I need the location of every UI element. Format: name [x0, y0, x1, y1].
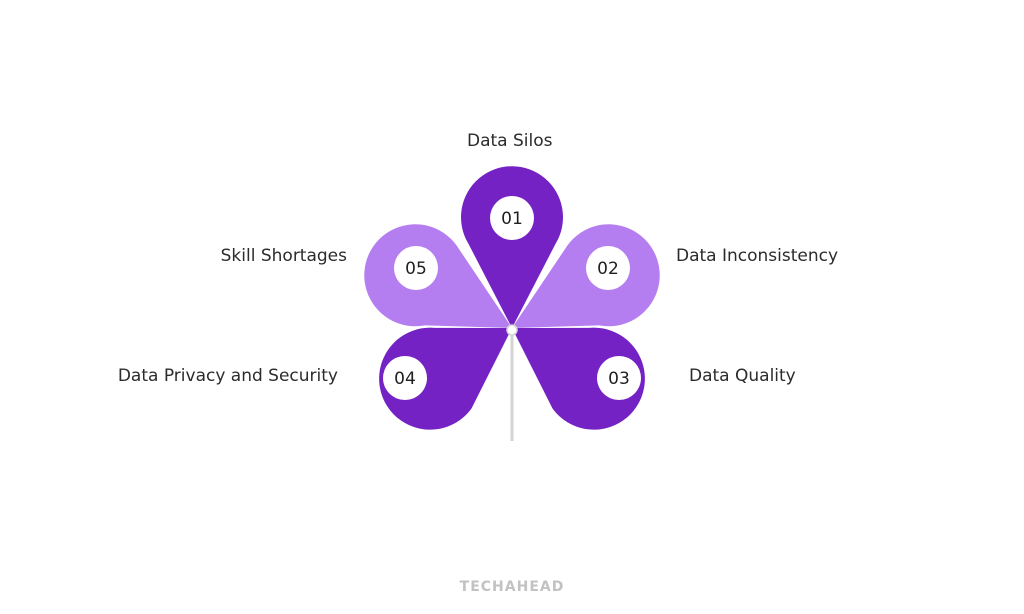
- petal-02-number-circle: [586, 246, 630, 290]
- petal-05-shape: [364, 224, 512, 328]
- petal-04-number: 04: [394, 369, 416, 389]
- techahead-logo: TECHAHEAD: [459, 579, 565, 595]
- label-data-inconsistency: Data Inconsistency: [676, 246, 839, 266]
- petal-05-number: 05: [405, 259, 427, 279]
- petal-05-number-circle: [394, 246, 438, 290]
- flower-center: [506, 324, 518, 336]
- petal-03: 03: [512, 327, 645, 430]
- petal-04-shape: [379, 327, 512, 430]
- petal-03-number-circle: [597, 356, 641, 400]
- petal-01-shape: [460, 166, 563, 328]
- petal-01-number: 01: [501, 209, 523, 229]
- label-data-silos: Data Silos: [467, 131, 553, 151]
- petal-03-number: 03: [608, 369, 630, 389]
- petal-03-shape: [512, 327, 645, 430]
- petal-02-number: 02: [597, 259, 619, 279]
- label-data-quality: Data Quality: [689, 366, 796, 386]
- label-data-privacy-and-security: Data Privacy and Security: [117, 366, 338, 386]
- petal-02: 02: [512, 224, 660, 328]
- petal-05: 05: [364, 224, 512, 328]
- petal-01: 01: [460, 166, 563, 328]
- petal-02-shape: [512, 224, 660, 328]
- petal-04: 04: [379, 327, 512, 430]
- label-skill-shortages: Skill Shortages: [220, 246, 347, 266]
- petal-04-number-circle: [383, 356, 427, 400]
- petal-01-number-circle: [490, 196, 534, 240]
